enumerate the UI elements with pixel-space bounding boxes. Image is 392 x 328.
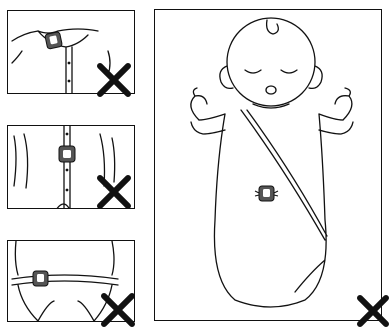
baby-head [227, 18, 315, 106]
sensor-icon [255, 186, 278, 201]
x-mark-icon [356, 294, 390, 328]
right-eye [281, 70, 297, 73]
sensor-icon [45, 31, 63, 49]
left-eye [245, 70, 261, 73]
baby-sleep-sack-illustration [155, 10, 382, 321]
sensor-icon [33, 271, 48, 286]
sensor-icon [59, 146, 75, 162]
x-mark-icon [96, 62, 132, 98]
mouth [266, 86, 276, 94]
panel-sleep-sack [154, 9, 382, 321]
x-mark-icon [96, 174, 132, 210]
x-mark-icon [100, 292, 136, 328]
